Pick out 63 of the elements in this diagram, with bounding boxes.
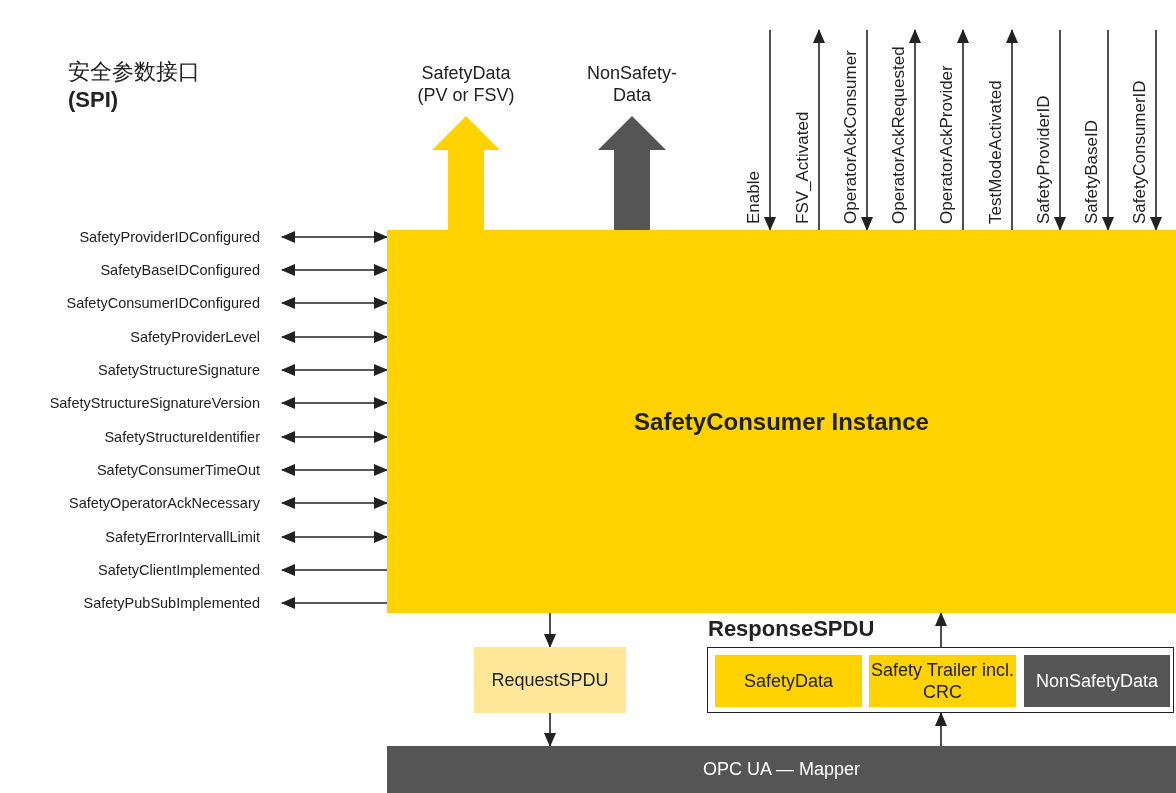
signal-label: SafetyProviderLevel <box>130 329 260 345</box>
arrow <box>281 497 388 509</box>
arrow <box>1150 29 1162 231</box>
signal-label: TestModeActivated <box>986 80 1006 224</box>
signal-label: SafetyStructureSignatureVersion <box>49 395 260 411</box>
arrow <box>281 264 388 276</box>
arrow <box>281 297 388 309</box>
arrow <box>544 612 556 648</box>
arrow <box>861 29 873 231</box>
arrow <box>281 597 388 609</box>
block-arrow <box>598 116 666 230</box>
box-label: OPC UA — Mapper <box>702 759 861 780</box>
arrow <box>281 564 388 576</box>
box-label: NonSafetyData <box>1035 670 1159 692</box>
block-arrow <box>432 116 500 230</box>
arrow <box>935 712 947 747</box>
signal-label: SafetyOperatorAckNecessary <box>69 495 260 511</box>
signal-label: SafetyData (PV or FSV) <box>416 62 516 106</box>
arrow <box>281 364 388 376</box>
arrow <box>764 29 776 231</box>
arrow <box>281 397 388 409</box>
message-box <box>474 647 626 713</box>
block-title: SafetyConsumer Instance <box>634 407 929 436</box>
arrow <box>544 712 556 747</box>
box-label: Safety Trailer incl. CRC <box>869 659 1016 703</box>
field-box <box>1024 655 1170 707</box>
signal-label: OperatorAckProvider <box>937 65 957 224</box>
signal-label: SafetyClientImplemented <box>98 562 260 578</box>
arrow <box>281 231 388 243</box>
signal-label: SafetyStructureSignature <box>98 362 260 378</box>
main-block <box>387 230 1176 613</box>
signal-label: SafetyConsumerIDConfigured <box>66 295 260 311</box>
box-label: SafetyData <box>743 670 834 692</box>
arrow <box>1006 29 1018 231</box>
arrow <box>281 531 388 543</box>
signal-label: SafetyErrorIntervallLimit <box>105 529 260 545</box>
box-label: RequestSPDU <box>491 669 609 691</box>
frame-heading: ResponseSPDU <box>708 616 875 642</box>
arrow <box>281 464 388 476</box>
signal-label: SafetyConsumerID <box>1130 80 1150 224</box>
signal-label: SafetyBaseID <box>1082 120 1102 224</box>
mapper-bar <box>387 746 1176 793</box>
signal-label: FSV_Activated <box>793 111 813 224</box>
arrow <box>281 331 388 343</box>
signal-label: Enable <box>744 171 764 224</box>
arrow <box>909 29 921 231</box>
field-box <box>715 655 862 707</box>
signal-label: SafetyProviderID <box>1034 95 1054 224</box>
arrow <box>957 29 969 231</box>
arrow <box>1102 29 1114 231</box>
signal-label: SafetyProviderIDConfigured <box>79 229 260 245</box>
signal-label: SafetyPubSubImplemented <box>83 595 260 611</box>
signal-label: SafetyStructureIdentifier <box>104 429 260 445</box>
arrow <box>935 612 947 648</box>
signal-label: NonSafety- Data <box>585 62 678 106</box>
arrow <box>813 29 825 231</box>
signal-label: SafetyConsumerTimeOut <box>96 462 260 478</box>
arrow <box>281 431 388 443</box>
signal-label: OperatorAckRequested <box>889 46 909 224</box>
signal-label: OperatorAckConsumer <box>841 50 861 224</box>
diagram-title: 安全参数接口 (SPI) <box>68 58 201 114</box>
arrow <box>1054 29 1066 231</box>
signal-label: SafetyBaseIDConfigured <box>100 262 260 278</box>
